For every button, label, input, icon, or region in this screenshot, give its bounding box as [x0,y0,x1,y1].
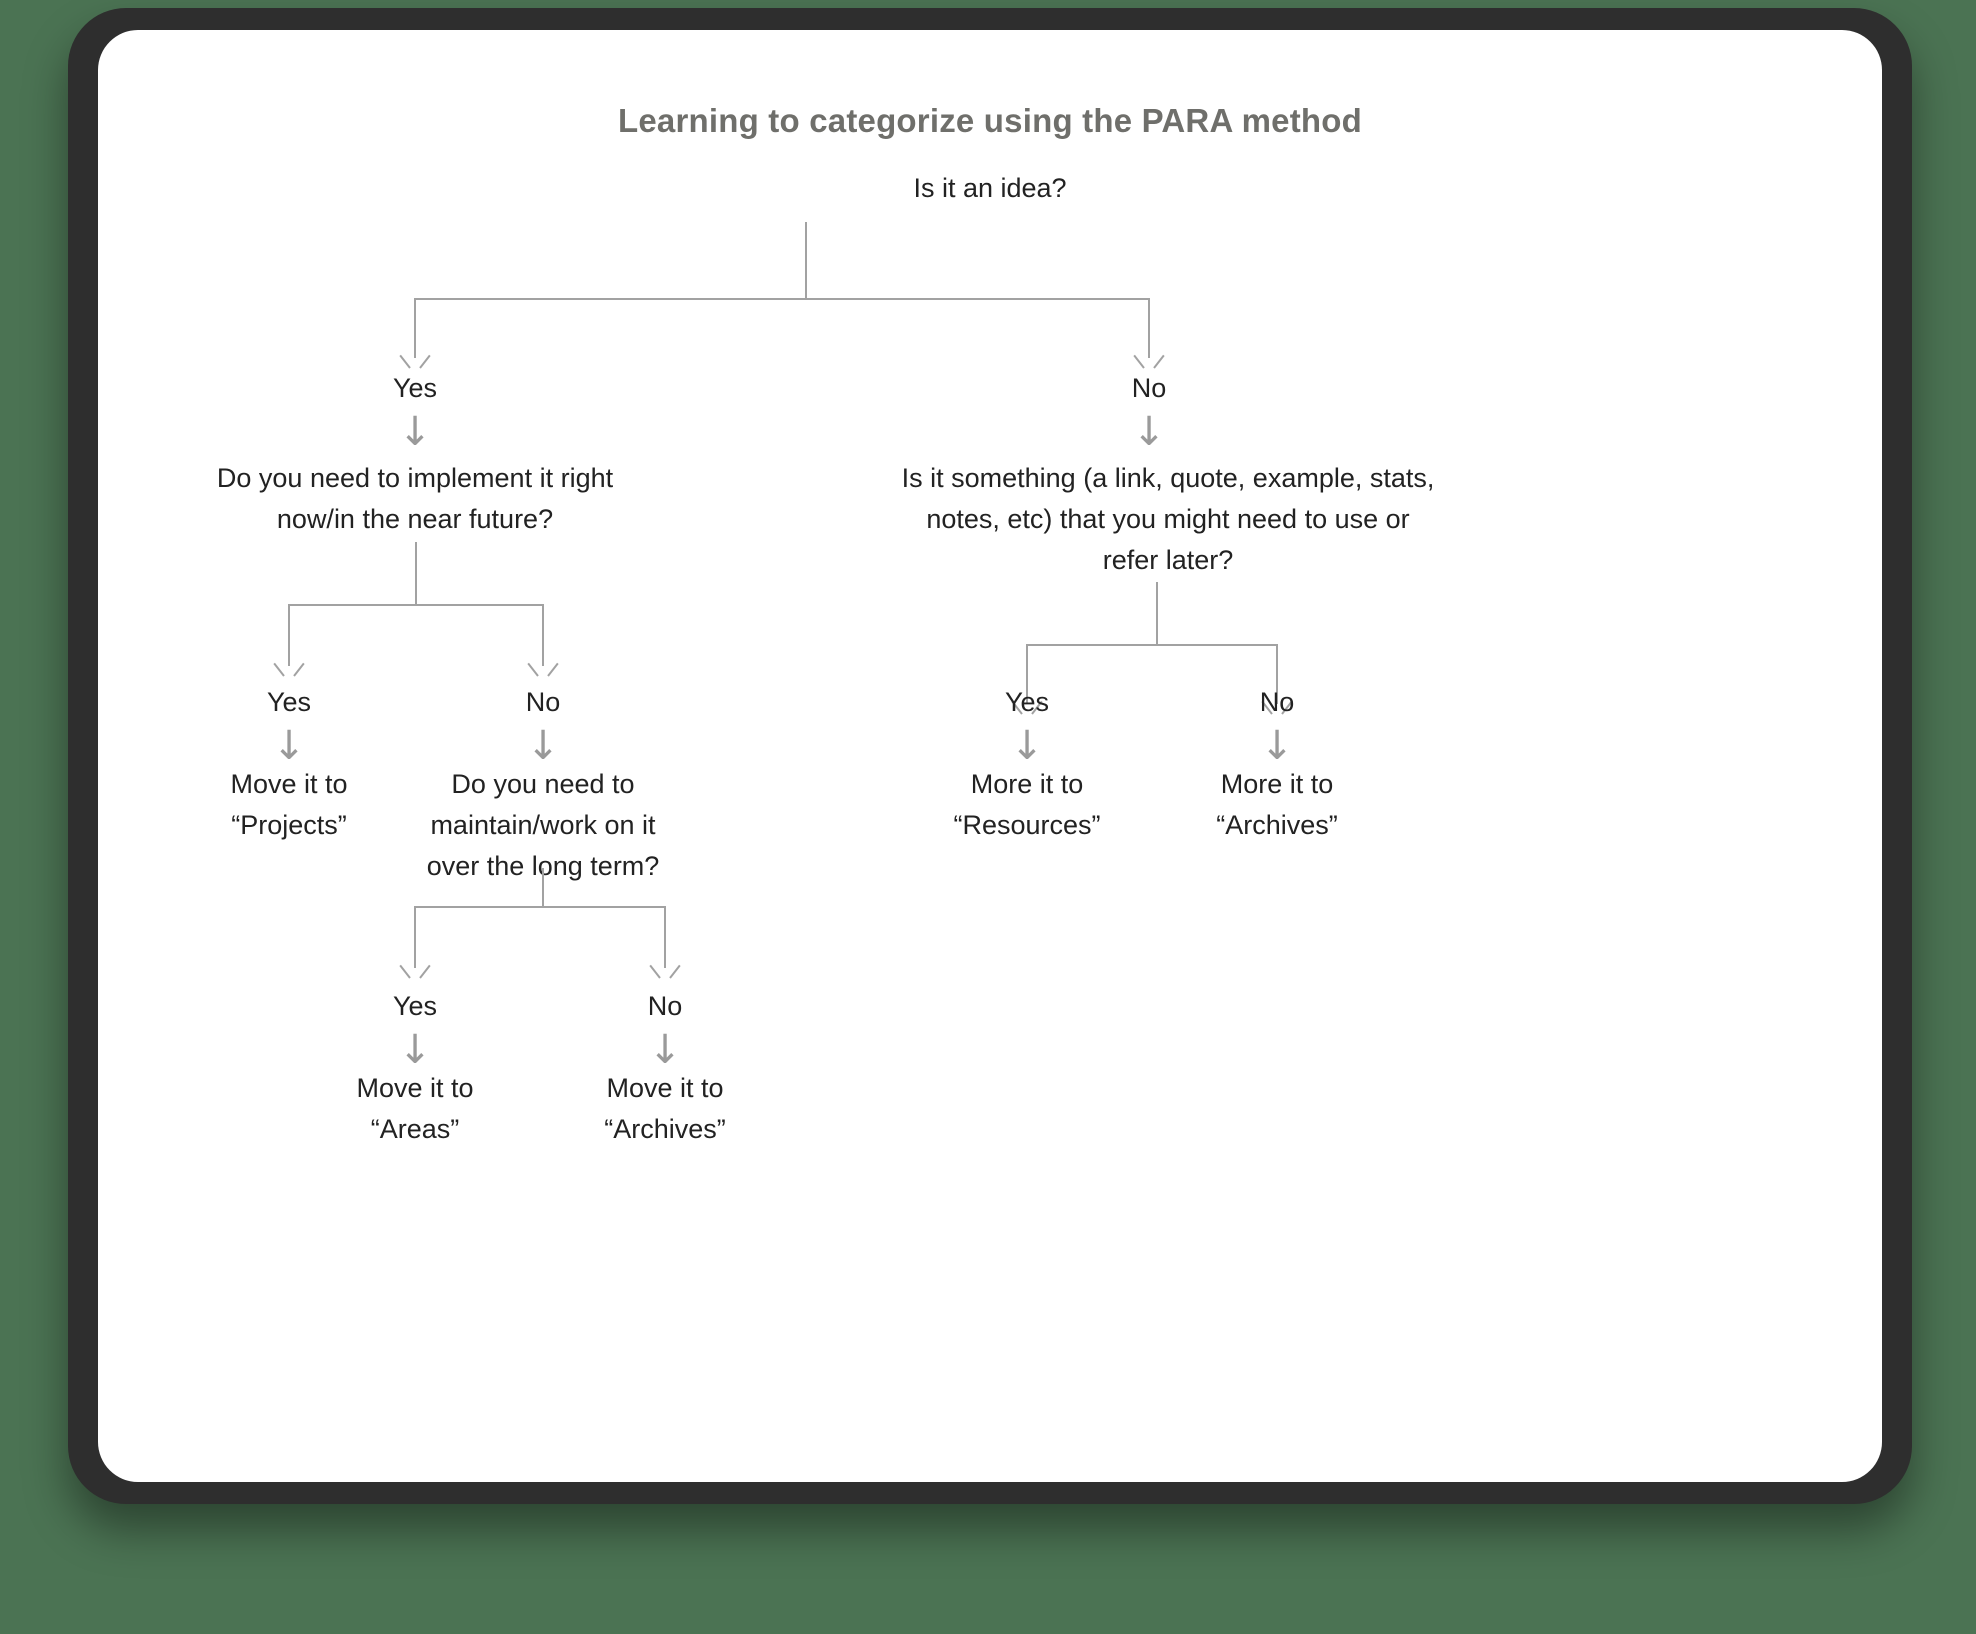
connector-right-yes-drop [1026,644,1028,704]
page-title: Learning to categorize using the PARA me… [617,102,1363,139]
connector-right-no-drop [1276,644,1278,704]
node-result-areas: Move it to “Areas” [356,1073,474,1144]
arrowhead-root-left [404,352,426,366]
connector-right-stem [1156,582,1158,644]
arrowhead-deep-yes [404,962,426,976]
edge-label-left-yes: Yes [266,687,312,717]
arrow-icon-deep-no: ↓ [648,1027,682,1073]
node-question-long-term: Do you need to maintain/work on it over … [426,769,660,881]
connector-root-left-drop [414,298,416,358]
edge-label-deep-yes: Yes [392,991,438,1021]
connector-left-yes-drop [288,604,290,666]
node-result-projects: Move it to “Projects” [230,769,348,840]
arrow-icon-root-no: ↓ [1132,409,1166,455]
edge-label-root-no: No [1131,373,1167,403]
edge-label-deep-no: No [647,991,683,1021]
node-result-resources: More it to “Resources” [953,769,1101,840]
arrowhead-root-right [1138,352,1160,366]
connector-left-no-drop [542,604,544,666]
node-question-right: Is it something (a link, quote, example,… [901,463,1435,575]
arrowhead-deep-no [654,962,676,976]
connector-deep-no-drop [664,906,666,968]
connector-deep-bar [414,906,664,908]
arrowhead-left-no [532,660,554,674]
connector-left-bar [288,604,544,606]
node-result-archives-left: Move it to “Archives” [604,1073,726,1144]
node-question-left: Do you need to implement it right now/in… [216,463,614,534]
arrow-icon-right-yes: ↓ [1010,723,1044,769]
arrow-icon-root-yes: ↓ [398,409,432,455]
connector-root-bar [414,298,1150,300]
node-root: Is it an idea? [913,173,1067,203]
connector-deep-stem [542,868,544,906]
arrow-icon-left-no: ↓ [526,723,560,769]
connector-deep-yes-drop [414,906,416,968]
connector-root-stem [805,222,807,298]
edge-label-right-no: No [1259,687,1295,717]
arrowhead-left-yes [278,660,300,674]
connector-right-bar [1026,644,1276,646]
arrow-icon-deep-yes: ↓ [398,1027,432,1073]
arrow-icon-right-no: ↓ [1260,723,1294,769]
edge-label-root-yes: Yes [392,373,438,403]
edge-label-right-yes: Yes [1004,687,1050,717]
node-result-archives-right: More it to “Archives” [1216,769,1338,840]
edge-label-left-no: No [525,687,561,717]
diagram-canvas: Learning to categorize using the PARA me… [98,30,1882,1482]
connector-left-stem [415,542,417,604]
arrow-icon-left-yes: ↓ [272,723,306,769]
connector-root-right-drop [1148,298,1150,358]
